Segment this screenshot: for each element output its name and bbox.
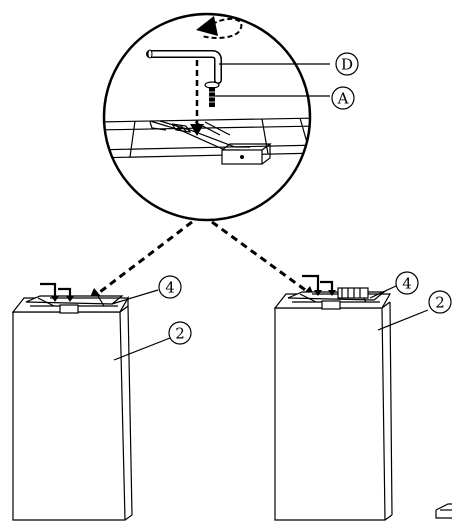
- callout-right-2-label: 2: [435, 294, 445, 312]
- callout-right-4-label: 4: [402, 275, 412, 293]
- insert-arrow: [190, 60, 204, 136]
- callout-left-4-label: 4: [165, 279, 175, 297]
- hex-key-icon: [146, 49, 222, 84]
- callout-a: A: [331, 86, 355, 110]
- detail-circle: [102, 12, 330, 222]
- pointer-left: [95, 220, 193, 297]
- callout-left-4: 4: [158, 275, 182, 299]
- frame-detail: [104, 117, 310, 165]
- screw-icon: [204, 81, 220, 107]
- pointer-right: [211, 220, 309, 294]
- left-unit: [11, 282, 171, 521]
- callout-left-2-label: 2: [175, 325, 185, 343]
- callout-d-label: D: [341, 56, 353, 74]
- callout-right-4: 4: [395, 271, 419, 295]
- callout-a-label: A: [337, 90, 349, 108]
- callout-left-2: 2: [168, 321, 192, 345]
- callout-right-2: 2: [428, 290, 452, 314]
- callout-d: D: [335, 52, 359, 76]
- partial-object: [435, 503, 452, 519]
- right-unit: [273, 274, 429, 521]
- rotate-arrow-icon: [196, 16, 243, 39]
